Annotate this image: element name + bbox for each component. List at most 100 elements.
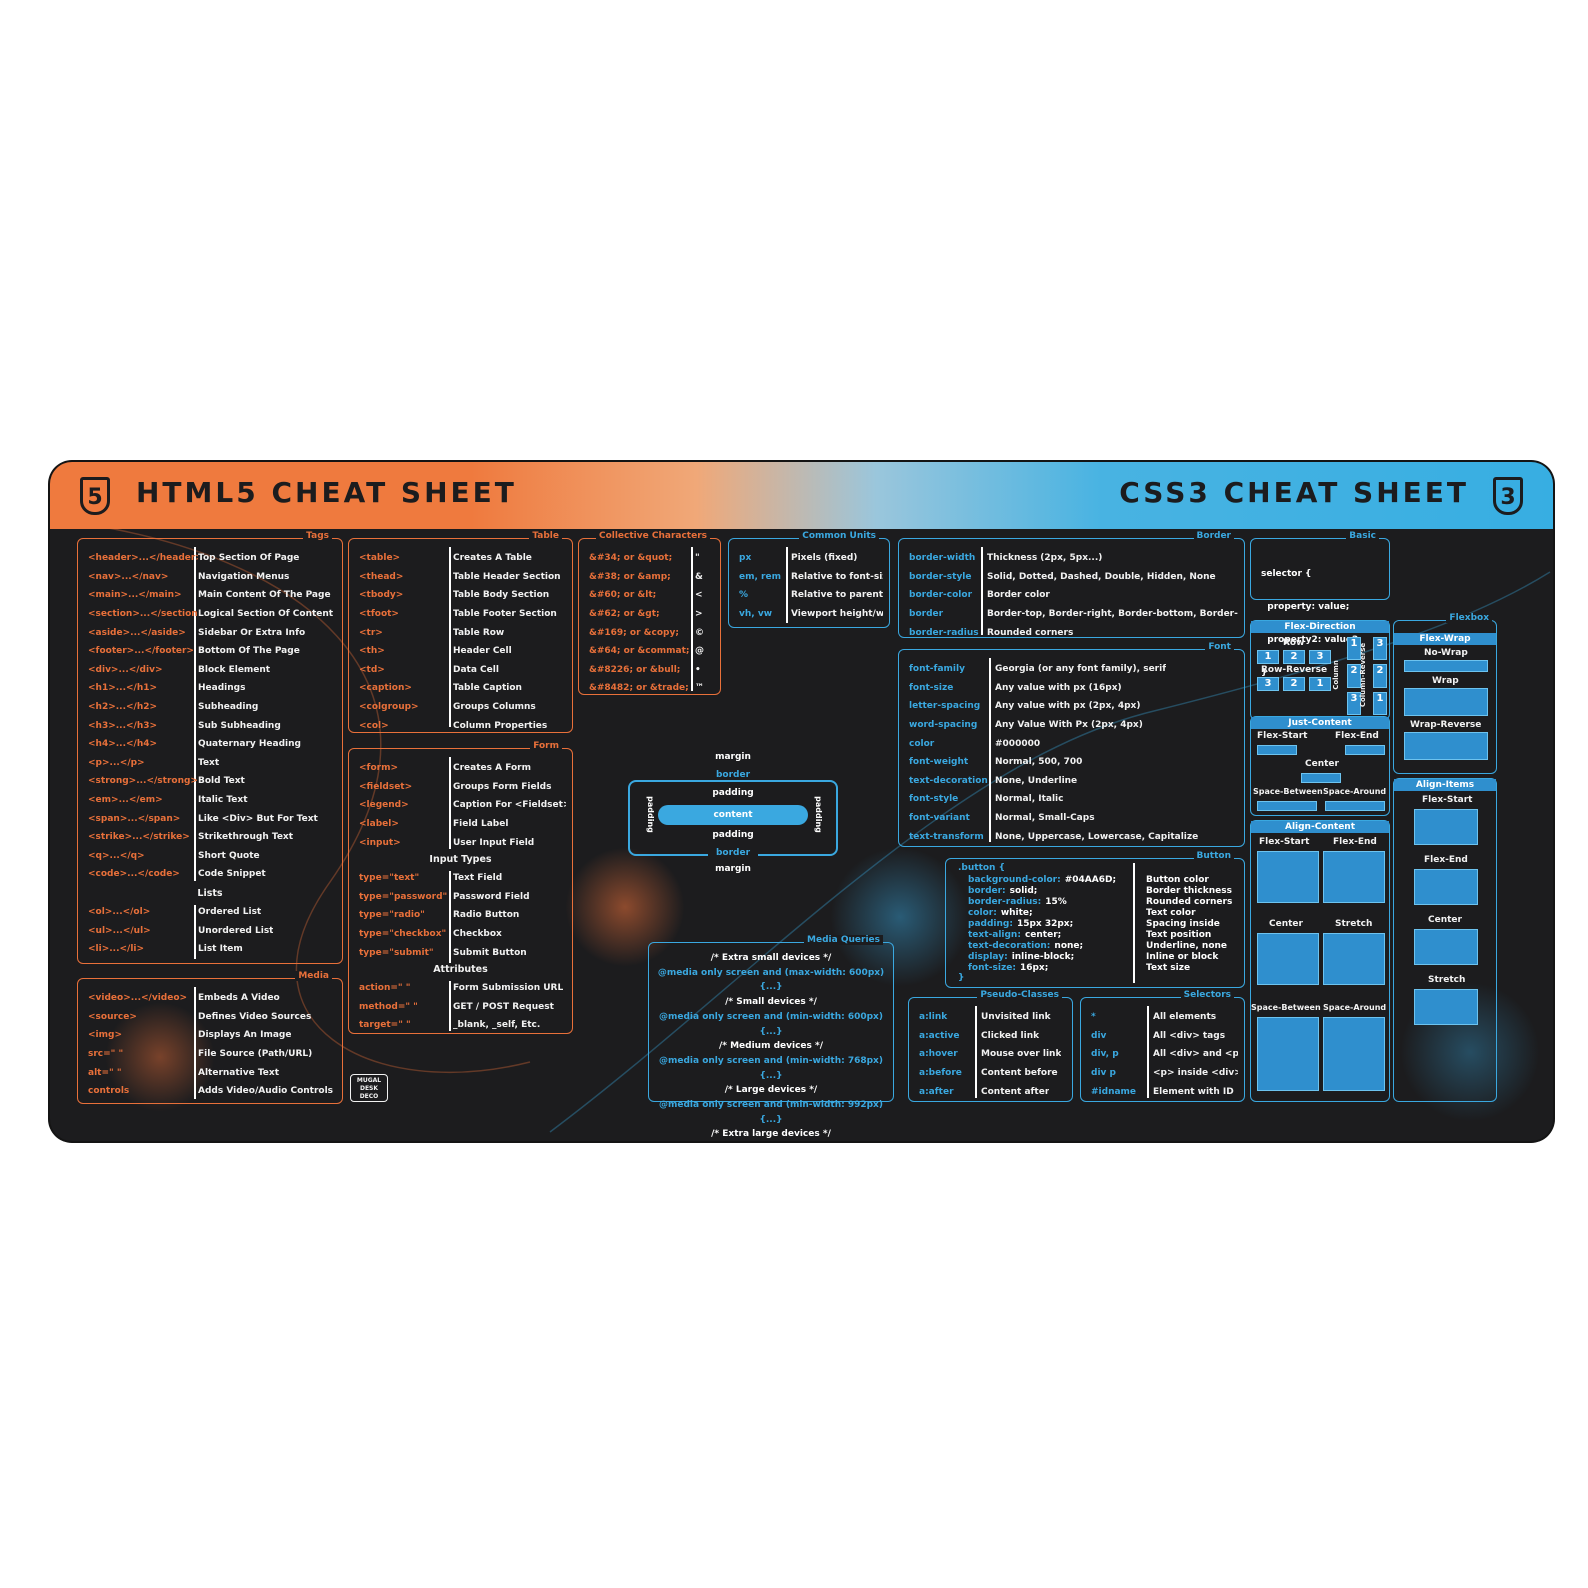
row-value: Embeds A Video <box>198 993 280 1004</box>
row-key: px <box>739 553 752 564</box>
align-items-title: Align-Items <box>1394 779 1496 791</box>
row-value: Relative to parent <box>791 590 883 601</box>
row-value: Logical Section Of Content <box>198 609 334 620</box>
list-row: <col>Column Properties <box>359 716 566 735</box>
decorative-swirls <box>69 521 1551 1133</box>
row-key: <code>...</code> <box>88 869 180 880</box>
list-row: color#000000 <box>909 734 1238 753</box>
css-value: 15px 32px; <box>1016 918 1074 929</box>
row-key: &#64; or &commat; <box>589 646 690 657</box>
row-key: type="checkbox" <box>359 929 447 940</box>
align-stretch-demo <box>1414 989 1478 1025</box>
mq-comment: /* Extra small devices */ <box>710 953 832 963</box>
row-key: #idname <box>1091 1086 1137 1097</box>
row-value: Content after <box>981 1086 1050 1097</box>
css-value: #04AA6D; <box>1064 874 1117 885</box>
row-key: <td> <box>359 664 385 675</box>
row-value: File Source (Path/URL) <box>198 1049 313 1060</box>
row-value: Georgia (or any font family), serif <box>995 664 1167 675</box>
row-value: Thickness (2px, 5px...) <box>987 553 1103 564</box>
divider-line <box>1133 863 1135 983</box>
row-key: <span>...</span> <box>88 813 181 824</box>
row-value: Field Label <box>453 819 509 830</box>
row-key: a:after <box>919 1086 954 1097</box>
lists-list: <ol>...</ol>Ordered List<ul>...</ul>Unor… <box>88 903 336 959</box>
form-title: Form <box>530 741 562 751</box>
form-list: <form>Creates A Form<fieldset>Groups For… <box>359 759 566 852</box>
row-value: Groups Form Fields <box>453 781 552 792</box>
list-row: <span>...</span>Like <Div> But For Text <box>88 809 336 828</box>
border-bottom-label: border <box>708 848 758 858</box>
row-key: border-style <box>909 571 972 582</box>
mq-rule: @media only screen and (min-width: 600px… <box>659 1011 883 1037</box>
row-value: Data Cell <box>453 664 499 675</box>
ac-space-around-demo <box>1323 1017 1385 1091</box>
list-row: &#62; or &gt;> <box>589 605 714 624</box>
list-row: <footer>...</footer>Bottom Of The Page <box>88 642 336 661</box>
divider-line <box>786 547 788 623</box>
row-key: src=" " <box>88 1049 124 1060</box>
row-value: Table Caption <box>453 683 522 694</box>
button-row: text-decoration:none;Underline, none <box>968 940 1238 951</box>
list-row: alt=" "Alternative Text <box>88 1063 336 1082</box>
row-key: <tr> <box>359 627 383 638</box>
flex-item: 1 <box>1373 691 1387 715</box>
list-row: div p<p> inside <div> <box>1091 1064 1238 1083</box>
characters-title: Collective Characters <box>595 531 710 541</box>
row-key: text-transform <box>909 831 984 842</box>
row-key: <tbody> <box>359 590 404 601</box>
list-row: <header>...</header>Top Section Of Page <box>88 549 336 568</box>
row-value: Unvisited link <box>981 1012 1051 1023</box>
align-flex-start-demo <box>1414 809 1478 845</box>
html5-logo-icon: 5 <box>80 477 110 515</box>
button-selector: .button { <box>958 863 1006 873</box>
list-row: %Relative to parent <box>739 586 883 605</box>
list-row: <table>Creates A Table <box>359 549 566 568</box>
list-row: <td> Data Cell <box>359 661 566 680</box>
media-title: Media <box>295 971 332 981</box>
row-value: Normal, 500, 700 <box>995 757 1083 768</box>
flex-item: 1 <box>1257 650 1279 664</box>
flex-item: 1 <box>1347 637 1361 661</box>
list-row: <h2>...</h2>Subheading <box>88 698 336 717</box>
row-value: None, Underline <box>995 775 1078 786</box>
row-key: <fieldset> <box>359 781 413 792</box>
list-row: <li>...</li>List Item <box>88 940 336 959</box>
divider-line <box>975 1006 977 1098</box>
row-value: Radio Button <box>453 910 520 921</box>
list-row: <h1>...</h1>Headings <box>88 679 336 698</box>
divider-line <box>194 547 196 881</box>
align-content-title: Align-Content <box>1251 821 1389 833</box>
basic-title: Basic <box>1346 531 1379 541</box>
row-key: a:active <box>919 1030 960 1041</box>
flex-item: 2 <box>1283 650 1305 664</box>
divider-line <box>981 547 983 635</box>
css-property: background-color: <box>968 874 1061 885</box>
wrap-reverse-demo <box>1404 732 1488 760</box>
row-key: font-style <box>909 794 959 805</box>
list-row: <ul>...</ul>Unordered List <box>88 922 336 941</box>
list-row: <tbody>Table Body Section <box>359 586 566 605</box>
media-queries-list: /* Extra small devices */ @media only scr… <box>649 951 893 1141</box>
row-key: <aside>...</aside> <box>88 627 186 638</box>
row-value: Content before <box>981 1068 1058 1079</box>
css-value: inline-block; <box>1011 951 1075 962</box>
row-value: Text <box>198 757 220 768</box>
button-row: border-radius:15%Rounded corners <box>968 896 1238 907</box>
row-value: <p> inside <div> <box>1153 1068 1238 1079</box>
row-value: Block Element <box>198 664 271 675</box>
list-row: <legend>Caption For <Fieldset> <box>359 796 566 815</box>
list-row: &#8482; or &trade;™ <box>589 679 714 698</box>
justify-center-label: Center <box>1305 759 1339 769</box>
row-key: action=" " <box>359 983 411 994</box>
